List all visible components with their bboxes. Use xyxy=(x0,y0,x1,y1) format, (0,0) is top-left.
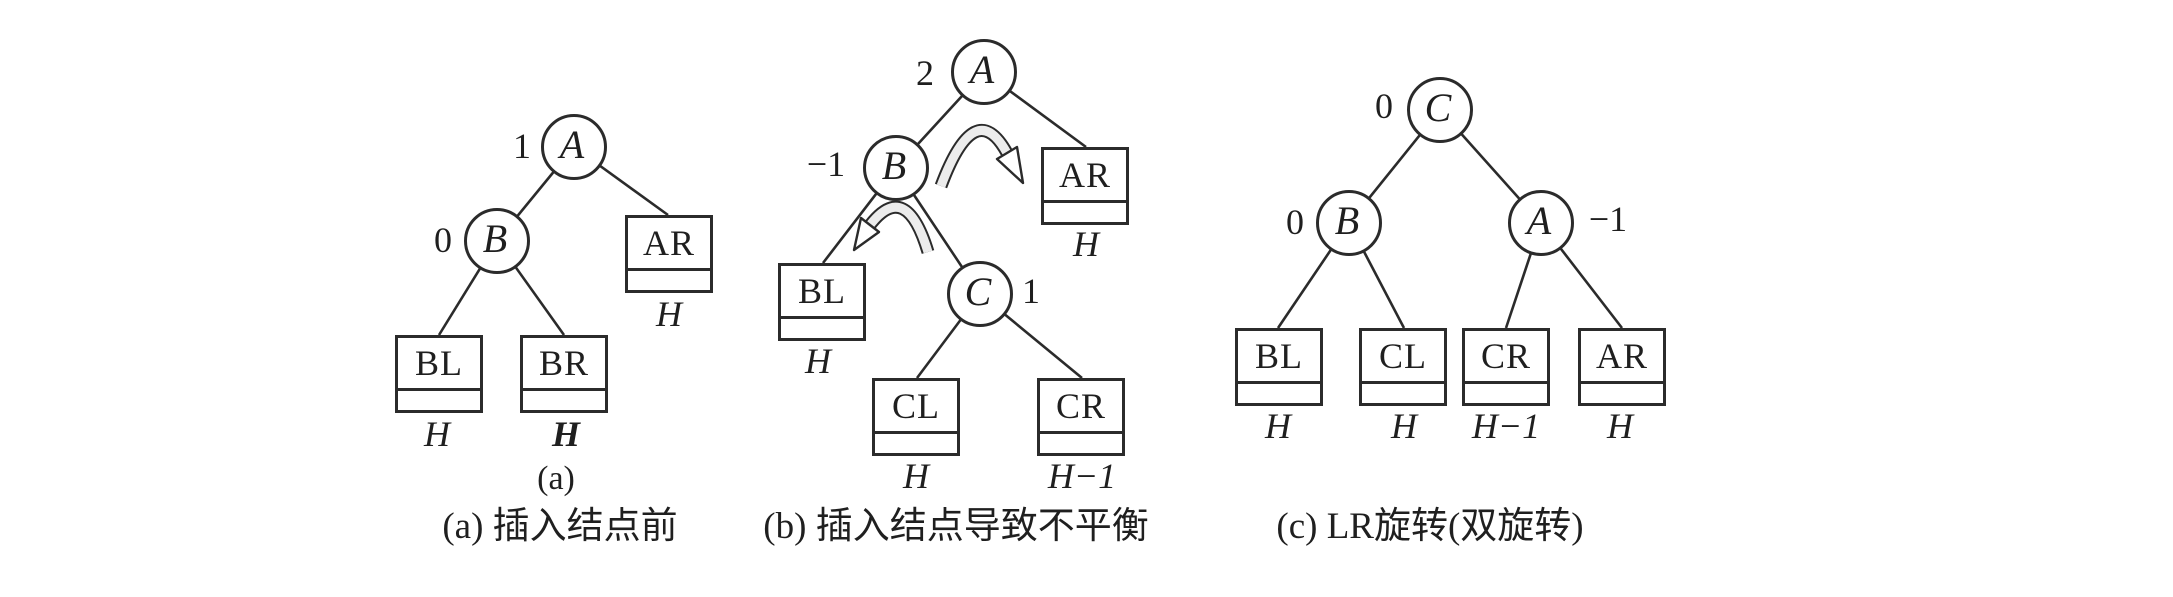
panel-a-balance-A: 1 xyxy=(513,126,531,166)
panel-a-height-BL: H xyxy=(424,414,450,454)
leaf-label: AR xyxy=(1044,150,1126,203)
panel-c-height-AR: H xyxy=(1607,406,1633,446)
panel-c-node-C: C xyxy=(1407,77,1473,143)
panel-b-leaf-CR: CR xyxy=(1037,378,1125,456)
panel-a-leaf-BR: BR xyxy=(520,335,608,413)
panel-c-node-B: B xyxy=(1316,190,1382,256)
panel-c-leaf-CL: CL xyxy=(1359,328,1447,406)
leaf-strip xyxy=(1362,384,1444,403)
leaf-label: CL xyxy=(1362,331,1444,384)
panel-a-height-BR: H xyxy=(551,414,581,454)
panel-c-balance-A: −1 xyxy=(1588,199,1628,239)
panel-c-node-A: A xyxy=(1508,190,1574,256)
arrowhead xyxy=(995,145,1025,185)
leaf-strip xyxy=(1238,384,1320,403)
panel-a-balance-B: 0 xyxy=(434,220,452,260)
node-label: B xyxy=(1334,198,1360,243)
leaf-strip xyxy=(1465,384,1547,403)
leaf-label: CR xyxy=(1040,381,1122,434)
panel-b-node-A: A xyxy=(951,39,1017,105)
panel-b-height-AR: H xyxy=(1073,224,1099,264)
node-label: B xyxy=(482,216,508,261)
leaf-strip xyxy=(781,319,863,338)
panel-b-height-CR: H−1 xyxy=(1047,456,1117,496)
panel-a-leaf-BL: BL xyxy=(395,335,483,413)
panel-c-balance-B: 0 xyxy=(1286,202,1304,242)
panel-c-leaf-AR: AR xyxy=(1578,328,1666,406)
panel-c-leaf-CR: CR xyxy=(1462,328,1550,406)
panel-b-leaf-CL: CL xyxy=(872,378,960,456)
panel-b-height-CL: H xyxy=(903,456,929,496)
panel-c-height-CL: H xyxy=(1391,406,1417,446)
panel-a-sublabel: (a) xyxy=(537,460,575,497)
node-label: C xyxy=(964,269,992,314)
leaf-strip xyxy=(628,271,710,290)
arrowhead xyxy=(852,216,881,252)
panel-c-height-CR: H−1 xyxy=(1471,406,1541,446)
leaf-label: CL xyxy=(875,381,957,434)
caption-panel-c: (c) LR旋转(双旋转) xyxy=(1276,505,1584,547)
leaf-strip xyxy=(1044,203,1126,222)
leaf-strip xyxy=(523,391,605,410)
panel-a-leaf-AR: AR xyxy=(625,215,713,293)
node-label: B xyxy=(881,143,907,188)
node-label: C xyxy=(1424,85,1452,130)
leaf-label: AR xyxy=(1581,331,1663,384)
leaf-strip xyxy=(398,391,480,410)
leaf-label: BL xyxy=(1238,331,1320,384)
panel-c-balance-C: 0 xyxy=(1375,86,1393,126)
panel-c-height-BL: H xyxy=(1265,406,1291,446)
panel-a-node-B: B xyxy=(464,208,530,274)
panel-b-height-BL: H xyxy=(805,341,831,381)
panel-b-balance-A: 2 xyxy=(916,53,934,93)
panel-b-balance-B: −1 xyxy=(806,144,846,184)
node-label: A xyxy=(969,47,995,92)
caption-panel-b: (b) 插入结点导致不平衡 xyxy=(763,505,1149,547)
caption-panel-a: (a) 插入结点前 xyxy=(442,505,678,547)
panel-b-leaf-AR: AR xyxy=(1041,147,1129,225)
leaf-strip xyxy=(875,434,957,453)
panel-a-node-A: A xyxy=(541,114,607,180)
leaf-label: BL xyxy=(398,338,480,391)
leaf-label: AR xyxy=(628,218,710,271)
rotation-arrow-toward-BL xyxy=(852,200,935,254)
leaf-strip xyxy=(1581,384,1663,403)
panel-b-node-C: C xyxy=(947,261,1013,327)
leaf-label: BR xyxy=(523,338,605,391)
panel-b-balance-C: 1 xyxy=(1022,271,1040,311)
node-label: A xyxy=(559,122,585,167)
leaf-strip xyxy=(1040,434,1122,453)
panel-a-height-AR: H xyxy=(656,294,682,334)
panel-c-leaf-BL: BL xyxy=(1235,328,1323,406)
leaf-label: CR xyxy=(1465,331,1547,384)
panel-b-leaf-BL: BL xyxy=(778,263,866,341)
panel-b-node-B: B xyxy=(863,135,929,201)
leaf-label: BL xyxy=(781,266,863,319)
rotation-arrow-toward-AR xyxy=(934,124,1025,189)
node-label: A xyxy=(1526,198,1552,243)
